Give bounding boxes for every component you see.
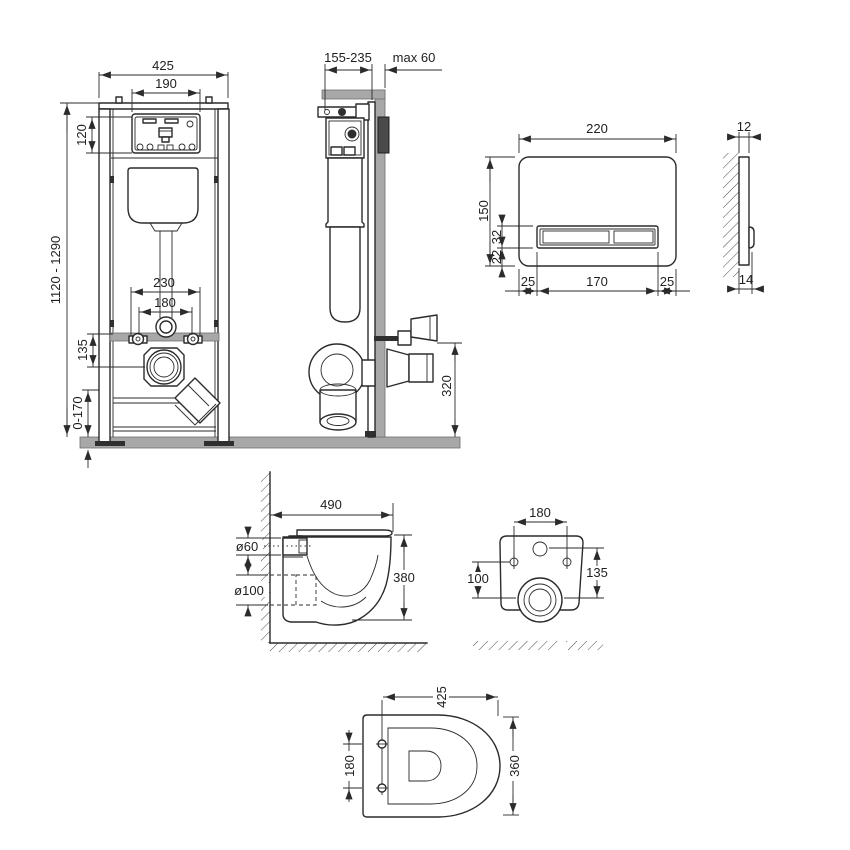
wall-hatch <box>723 153 739 277</box>
plate-side-dimensions: 12 14 <box>727 119 764 294</box>
dim-plate-width: 220 <box>586 121 608 136</box>
dim-button-offset-bottom: 22 <box>489 250 504 264</box>
cistern-side <box>325 117 365 323</box>
dim-top-width: 360 <box>507 755 522 777</box>
dim-fixing-spacing-inner: 180 <box>154 295 176 310</box>
fixing-bolts <box>128 332 203 346</box>
concealed-cistern <box>127 167 199 318</box>
frame-foot-left <box>95 441 125 446</box>
outlet-bend <box>143 347 221 426</box>
flush-plate <box>518 156 677 267</box>
service-opening <box>131 113 201 154</box>
water-inlet <box>155 316 177 338</box>
dim-plate-height: 150 <box>476 200 491 222</box>
dim-depth-range: 155-235 <box>324 50 372 65</box>
dim-frame-height-range: 1120 - 1290 <box>48 236 63 304</box>
ground-hatch <box>473 641 558 650</box>
dim-opening-width: 190 <box>155 76 177 91</box>
dim-outlet-diameter: ø100 <box>234 583 264 598</box>
wall-top <box>321 89 386 100</box>
bowl-back-view: 180 100 135 <box>464 505 612 650</box>
frame-front-dimensions: 425 190 120 1120 - 1290 230 <box>47 58 229 468</box>
seat-inner-line <box>387 727 478 805</box>
bowl-side-dimensions: 490 ø60 ø100 380 <box>229 497 419 621</box>
bowl-outline <box>362 714 501 818</box>
frame-front-view: 425 190 120 1120 - 1290 230 <box>47 58 461 468</box>
dim-plate-thickness: 12 <box>737 119 751 134</box>
connections-behind-wall <box>374 314 438 388</box>
dim-bowl-depth: 490 <box>320 497 342 512</box>
dim-foot-adjustment: 0-170 <box>70 396 85 429</box>
dim-plate-thickness-with-button: 14 <box>739 272 753 287</box>
dim-margin-left: 25 <box>521 274 535 289</box>
wall-hatch <box>261 472 270 643</box>
dim-wall-max: max 60 <box>393 50 436 65</box>
wall-bracket <box>317 103 370 121</box>
bowl-side-view: 490 ø60 ø100 380 <box>229 471 428 652</box>
flush-plate-housing <box>377 116 390 154</box>
floor <box>79 436 461 449</box>
dim-button-width: 170 <box>586 274 608 289</box>
outlet-collar <box>517 577 563 623</box>
dim-margin-right: 25 <box>660 274 674 289</box>
frame-foot-right <box>204 441 234 446</box>
bowl-profile <box>237 529 393 626</box>
dim-fixing-spacing: 180 <box>529 505 551 520</box>
floor-hatch <box>270 643 427 652</box>
plate-profile <box>738 156 750 266</box>
bowl-top-view: 425 180 360 <box>341 682 522 818</box>
plate-front-dimensions: 220 150 32 22 25 170 25 <box>476 121 690 296</box>
dim-opening-height: 120 <box>74 124 89 146</box>
inlet-hole <box>532 541 548 557</box>
bowl-top-dimensions: 425 180 360 <box>341 682 522 816</box>
dim-fixing-height: 135 <box>586 565 608 580</box>
dim-outlet-drop: 135 <box>75 339 90 361</box>
flush-buttons <box>536 225 659 249</box>
dim-frame-width: 425 <box>152 58 174 73</box>
dim-outlet-height: 320 <box>439 375 454 397</box>
flush-plate-side-view: 12 14 <box>723 119 764 294</box>
flush-plate-front-view: 220 150 32 22 25 170 25 <box>476 121 690 296</box>
frame-side-dimensions: 155-235 max 60 320 <box>324 50 462 437</box>
frame-rail-side <box>367 101 376 438</box>
frame-side-view: 155-235 max 60 320 <box>308 50 462 438</box>
dim-top-fixing-spacing: 180 <box>342 755 357 777</box>
outlet-connector <box>295 574 317 606</box>
button-profile <box>748 226 755 249</box>
ground-hatch <box>566 641 603 650</box>
flush-bend-side <box>308 343 376 431</box>
seat-lid <box>296 529 393 537</box>
dim-outlet-offset: 100 <box>467 571 489 586</box>
bowl-back-dimensions: 180 100 135 <box>464 505 612 599</box>
inlet-connector <box>282 537 308 556</box>
dim-bowl-height: 380 <box>393 570 415 585</box>
dim-fixing-spacing-outer: 230 <box>153 275 175 290</box>
dim-top-depth: 425 <box>434 686 449 708</box>
dim-inlet-diameter: ø60 <box>236 539 258 554</box>
flush-opening <box>408 750 442 782</box>
